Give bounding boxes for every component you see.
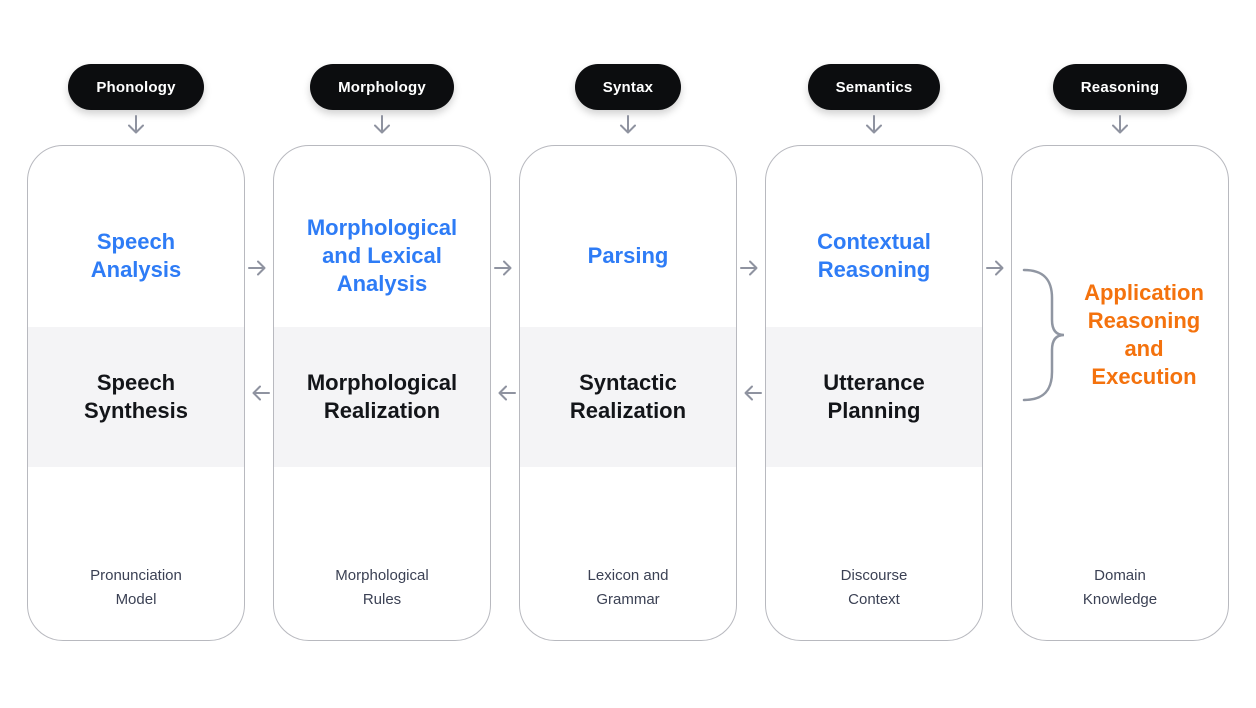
- arrow-left-icon: [498, 385, 516, 401]
- arrow-right-icon: [740, 260, 758, 276]
- application-label: Application Reasoning and Execution: [1084, 280, 1204, 389]
- stage-pill-label: Reasoning: [1080, 78, 1160, 96]
- curly-brace-icon: [1022, 268, 1065, 402]
- stage-card-semantics: Contextual Reasoning Utterance Planning …: [765, 145, 983, 641]
- pipeline-column-morphology: Morphology Morphological and Lexical Ana…: [272, 64, 492, 641]
- synthesis-section: Syntactic Realization: [520, 327, 736, 467]
- synthesis-section: Morphological Realization: [274, 327, 490, 467]
- stage-pill-label: Syntax: [602, 78, 654, 96]
- application-section: Application Reasoning and Execution: [1012, 146, 1228, 467]
- stage-card-syntax: Parsing Syntactic Realization Lexicon an…: [519, 145, 737, 641]
- synthesis-label: Utterance Planning: [823, 370, 925, 423]
- synthesis-label: Morphological Realization: [306, 370, 458, 423]
- resource-label: Lexicon and Grammar: [587, 567, 669, 608]
- stage-pill-semantics: Semantics: [807, 64, 941, 110]
- application-group: Application Reasoning and Execution: [1020, 268, 1222, 402]
- arrow-down-icon: [374, 115, 390, 134]
- analysis-section: Contextual Reasoning: [766, 146, 982, 327]
- pipeline-column-phonology: Phonology Speech Analysis Speech Synthes…: [26, 64, 246, 641]
- stage-card-reasoning: Application Reasoning and Execution Doma…: [1011, 145, 1229, 641]
- resource-label: Morphological Rules: [335, 567, 429, 608]
- arrow-right-icon: [248, 260, 266, 276]
- synthesis-section: Speech Synthesis: [28, 327, 244, 467]
- pipeline-column-semantics: Semantics Contextual Reasoning Utterance…: [764, 64, 984, 641]
- stage-pill-label: Morphology: [338, 78, 426, 96]
- stage-pill-reasoning: Reasoning: [1052, 64, 1188, 110]
- analysis-label: Contextual Reasoning: [817, 228, 931, 282]
- resource-section: Discourse Context: [766, 467, 982, 640]
- resource-section: Domain Knowledge: [1012, 467, 1228, 640]
- resource-section: Lexicon and Grammar: [520, 467, 736, 640]
- resource-section: Pronunciation Model: [28, 467, 244, 640]
- pipeline-column-reasoning: Reasoning Application Reasoning and Exec…: [1010, 64, 1230, 641]
- analysis-section: Morphological and Lexical Analysis: [274, 146, 490, 327]
- stage-pill-phonology: Phonology: [68, 64, 204, 110]
- analysis-section: Parsing: [520, 146, 736, 327]
- stage-card-phonology: Speech Analysis Speech Synthesis Pronunc…: [27, 145, 245, 641]
- resource-label: Domain Knowledge: [1082, 567, 1158, 608]
- resource-label: Pronunciation Model: [90, 567, 182, 608]
- arrow-left-icon: [252, 385, 270, 401]
- arrow-down-icon: [128, 115, 144, 134]
- pipeline-column-syntax: Syntax Parsing Syntactic Realization Lex…: [518, 64, 738, 641]
- arrow-right-icon: [986, 260, 1004, 276]
- stage-pill-label: Phonology: [96, 78, 176, 96]
- arrow-right-icon: [494, 260, 512, 276]
- arrow-left-icon: [744, 385, 762, 401]
- analysis-label: Morphological and Lexical Analysis: [306, 214, 458, 296]
- arrow-down-icon: [620, 115, 636, 134]
- synthesis-label: Speech Synthesis: [84, 370, 188, 423]
- resource-section: Morphological Rules: [274, 467, 490, 640]
- synthesis-label: Syntactic Realization: [569, 370, 687, 423]
- analysis-label: Speech Analysis: [90, 228, 182, 282]
- synthesis-section: Utterance Planning: [766, 327, 982, 467]
- resource-label: Discourse Context: [840, 567, 908, 608]
- stage-pill-label: Semantics: [835, 78, 913, 96]
- stage-card-morphology: Morphological and Lexical Analysis Morph…: [273, 145, 491, 641]
- arrow-down-icon: [866, 115, 882, 134]
- analysis-label: Parsing: [587, 242, 669, 268]
- analysis-section: Speech Analysis: [28, 146, 244, 327]
- stage-pill-morphology: Morphology: [310, 64, 454, 110]
- stage-pill-syntax: Syntax: [574, 64, 682, 110]
- arrow-down-icon: [1112, 115, 1128, 134]
